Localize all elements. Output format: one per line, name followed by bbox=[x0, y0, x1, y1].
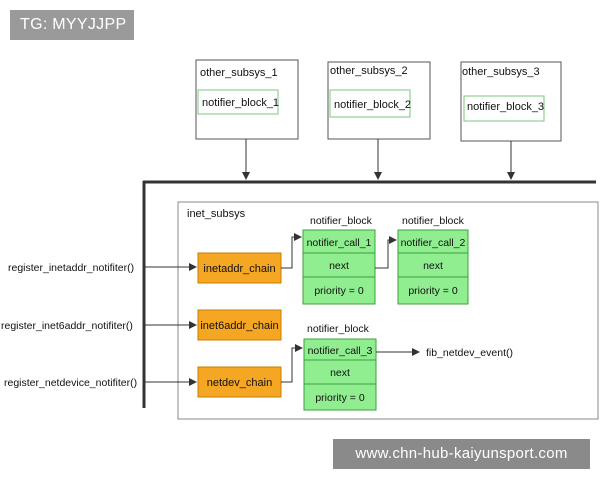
notifier-block-1: notifier_block notifier_call_1 next prio… bbox=[302, 215, 376, 305]
chain-netdev-label: netdev_chain bbox=[207, 377, 272, 389]
function-label-netdevice: register_netdevice_notifiter() bbox=[4, 377, 137, 389]
arrow-block-1-to-block-2 bbox=[375, 236, 397, 269]
other-subsys-1-block-label: notifier_block_1 bbox=[202, 97, 279, 109]
other-subsys-2-block-label: notifier_block_2 bbox=[334, 99, 411, 111]
arrow-inetaddr-to-block-1 bbox=[281, 233, 302, 269]
notifier-block-1-next: next bbox=[329, 260, 349, 272]
notifier-block-3-call: notifier_call_3 bbox=[308, 345, 373, 357]
function-label-inet6addr: register_inet6addr_notifiter() bbox=[1, 320, 133, 332]
event-label: fib_netdev_event() bbox=[426, 347, 513, 359]
notifier-block-1-call: notifier_call_1 bbox=[307, 237, 372, 249]
other-subsys-3: other_subsys_3 notifier_block_3 bbox=[460, 61, 562, 142]
function-label-inetaddr: register_inetaddr_notifiter() bbox=[8, 262, 134, 274]
other-subsys-3-block bbox=[463, 95, 545, 122]
chain-inet6addr-label: inet6addr_chain bbox=[200, 320, 278, 332]
notifier-block-2-priority: priority = 0 bbox=[408, 285, 457, 297]
telegram-tag: TG: MYYJJPP bbox=[10, 10, 134, 40]
arrow-netdev-to-block-3 bbox=[281, 344, 303, 383]
notifier-block-3-title: notifier_block bbox=[307, 323, 370, 335]
chain-netdev: netdev_chain bbox=[197, 366, 282, 398]
notifier-block-2-call: notifier_call_2 bbox=[401, 237, 466, 249]
other-subsys-1-label: other_subsys_1 bbox=[200, 67, 278, 79]
chain-inet6addr: inet6addr_chain bbox=[197, 309, 282, 341]
chain-inetaddr-label: inetaddr_chain bbox=[203, 263, 275, 275]
watermark: www.chn-hub-kaiyunsport.com bbox=[333, 439, 590, 469]
other-subsys-2: other_subsys_2 notifier_block_2 bbox=[327, 61, 431, 140]
notifier-block-3-priority: priority = 0 bbox=[315, 392, 364, 404]
other-subsys-2-label: other_subsys_2 bbox=[330, 65, 408, 77]
chain-inetaddr: inetaddr_chain bbox=[197, 252, 282, 284]
other-subsys-3-label: other_subsys_3 bbox=[462, 66, 540, 78]
other-subsys-1: other_subsys_1 notifier_block_1 bbox=[195, 59, 299, 140]
other-subsys-2-block bbox=[329, 89, 411, 118]
other-subsys-1-block bbox=[197, 89, 279, 115]
inet-subsys-label: inet_subsys bbox=[187, 208, 246, 220]
notifier-block-3: notifier_block notifier_call_3 next prio… bbox=[303, 323, 377, 411]
notifier-block-1-title: notifier_block bbox=[310, 215, 373, 227]
notifier-block-3-next: next bbox=[330, 367, 350, 379]
other-subsys-3-block-label: notifier_block_3 bbox=[467, 101, 544, 113]
notifier-block-2-next: next bbox=[423, 260, 443, 272]
notifier-block-2-title: notifier_block bbox=[402, 215, 465, 227]
notifier-block-2: notifier_block notifier_call_2 next prio… bbox=[397, 215, 469, 305]
notifier-block-1-priority: priority = 0 bbox=[314, 285, 363, 297]
